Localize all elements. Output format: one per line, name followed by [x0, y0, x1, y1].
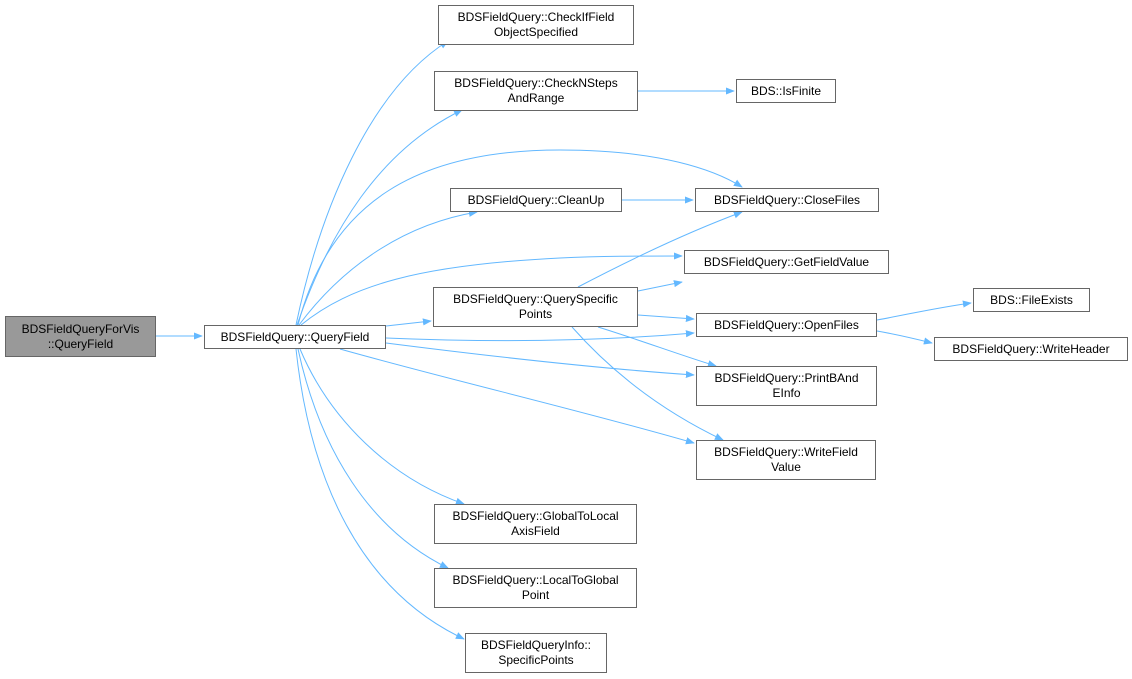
node-write-header[interactable]: BDSFieldQuery::WriteHeader — [934, 337, 1128, 361]
node-write-field-value[interactable]: BDSFieldQuery::WriteField Value — [696, 440, 876, 480]
node-global-to-local-line-1: BDSFieldQuery::GlobalToLocal — [452, 509, 619, 523]
node-write-header-label: BDSFieldQuery::WriteHeader — [952, 341, 1110, 356]
node-print-b-and-e-line-2: EInfo — [772, 386, 801, 400]
node-check-if-field-line-2: ObjectSpecified — [493, 25, 579, 39]
node-local-to-global-line-1: BDSFieldQuery::LocalToGlobal — [452, 573, 619, 587]
edge-query-field-to-check-if-field — [295, 40, 449, 326]
edge-query-specific-to-open-files — [637, 314, 695, 323]
edge-open-files-to-file-exists — [876, 300, 972, 321]
edge-query-field-to-query-specific — [385, 318, 432, 327]
edge-query-field-to-check-nsteps — [296, 109, 463, 326]
node-query-field[interactable]: BDSFieldQuery::QueryField — [204, 325, 386, 349]
node-file-exists[interactable]: BDS::FileExists — [973, 288, 1090, 312]
edge-query-specific-to-close-files — [577, 211, 743, 288]
edge-query-field-to-open-files — [385, 330, 695, 342]
node-close-files-label: BDSFieldQuery::CloseFiles — [713, 192, 861, 207]
edge-query-specific-to-write-field-value — [571, 326, 724, 441]
node-clean-up-label: BDSFieldQuery::CleanUp — [467, 192, 605, 207]
edge-query-field-to-local-to-global — [297, 348, 449, 569]
node-clean-up[interactable]: BDSFieldQuery::CleanUp — [450, 188, 622, 212]
node-root-line-2: ::QueryField — [47, 336, 114, 351]
node-file-exists-label: BDS::FileExists — [990, 292, 1073, 307]
node-print-b-and-e-line-1: BDSFieldQuery::PrintBAnd — [714, 371, 859, 385]
node-specific-points[interactable]: BDSFieldQueryInfo:: SpecificPoints — [465, 633, 607, 673]
node-specific-points-line-2: SpecificPoints — [498, 653, 574, 667]
node-close-files[interactable]: BDSFieldQuery::CloseFiles — [695, 188, 879, 212]
node-print-b-and-e[interactable]: BDSFieldQuery::PrintBAnd EInfo — [696, 366, 877, 406]
edge-query-field-to-close-files — [297, 149, 743, 326]
node-local-to-global-line-2: Point — [521, 588, 550, 602]
node-check-nsteps-line-1: BDSFieldQuery::CheckNSteps — [454, 76, 618, 90]
edge-query-field-to-print-b-and-e — [385, 342, 695, 379]
node-query-field-label: BDSFieldQuery::QueryField — [220, 329, 370, 344]
node-root: BDSFieldQueryForVis ::QueryField — [5, 316, 156, 357]
edge-open-files-to-write-header — [876, 330, 933, 345]
node-is-finite[interactable]: BDS::IsFinite — [736, 79, 836, 103]
edge-query-field-to-global-to-local — [299, 348, 465, 505]
node-check-nsteps[interactable]: BDSFieldQuery::CheckNSteps AndRange — [434, 71, 638, 111]
node-write-field-value-line-1: BDSFieldQuery::WriteField — [714, 445, 858, 459]
edge-query-specific-to-get-field-value — [637, 280, 683, 292]
edge-query-specific-to-print-b-and-e — [597, 326, 717, 368]
edge-query-field-to-get-field-value — [300, 252, 683, 326]
node-check-if-field-line-1: BDSFieldQuery::CheckIfField — [457, 10, 615, 24]
node-root-line-1: BDSFieldQueryForVis — [21, 321, 140, 336]
node-check-nsteps-line-2: AndRange — [507, 91, 565, 105]
edge-query-field-to-write-field-value — [339, 348, 695, 445]
node-is-finite-label: BDS::IsFinite — [750, 83, 822, 98]
node-query-specific[interactable]: BDSFieldQuery::QuerySpecific Points — [433, 287, 638, 327]
node-global-to-local-line-2: AxisField — [511, 524, 560, 538]
node-query-specific-line-1: BDSFieldQuery::QuerySpecific — [453, 292, 618, 306]
edge-query-field-to-specific-points — [295, 348, 465, 640]
node-specific-points-line-1: BDSFieldQueryInfo:: — [480, 638, 592, 652]
node-local-to-global[interactable]: BDSFieldQuery::LocalToGlobal Point — [434, 568, 637, 608]
edge-query-field-to-clean-up — [298, 209, 478, 326]
node-open-files-label: BDSFieldQuery::OpenFiles — [714, 317, 859, 332]
node-query-specific-line-2: Points — [518, 307, 553, 321]
node-write-field-value-line-2: Value — [771, 460, 801, 474]
node-global-to-local[interactable]: BDSFieldQuery::GlobalToLocal AxisField — [434, 504, 637, 544]
node-check-if-field[interactable]: BDSFieldQuery::CheckIfField ObjectSpecif… — [438, 5, 634, 45]
node-open-files[interactable]: BDSFieldQuery::OpenFiles — [696, 313, 877, 337]
node-get-field-value[interactable]: BDSFieldQuery::GetFieldValue — [684, 250, 889, 274]
node-get-field-value-label: BDSFieldQuery::GetFieldValue — [703, 254, 870, 269]
